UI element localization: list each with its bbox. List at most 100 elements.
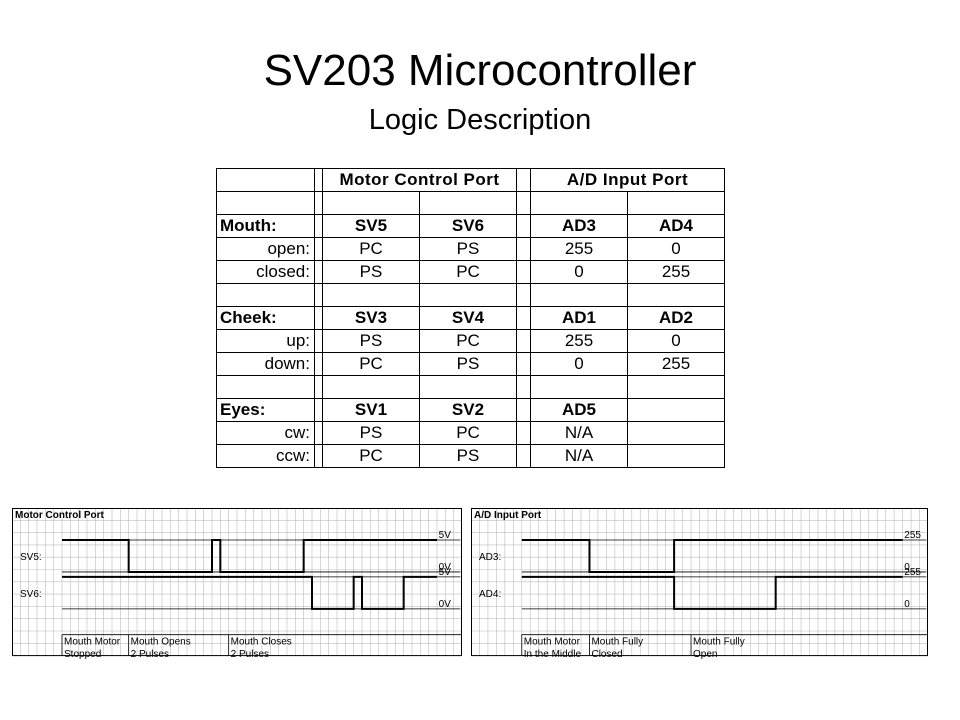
ad-input-port-header: A/D Input Port — [530, 168, 725, 192]
low-level-label: 0 — [904, 599, 910, 610]
blank-cell — [216, 283, 315, 307]
separator-cell — [314, 214, 323, 238]
blank-cell — [322, 375, 420, 399]
table-cell — [627, 421, 725, 445]
low-level-label: 0V — [439, 562, 452, 573]
table-cell — [627, 444, 725, 468]
annotation-text: Stopped — [64, 649, 101, 660]
annotation-text: Mouth Opens — [131, 637, 191, 648]
separator-cell — [314, 398, 323, 422]
separator-cell — [516, 260, 531, 284]
table-cell: 255 — [530, 237, 628, 261]
table-row: Motor Control Port A/D Input Port — [216, 168, 725, 192]
separator-cell — [516, 214, 531, 238]
separator-cell — [314, 306, 323, 330]
column-header: AD5 — [530, 398, 628, 422]
page-subtitle: Logic Description — [368, 104, 592, 136]
table-cell: 255 — [627, 352, 725, 376]
high-level-label: 5V — [439, 530, 452, 541]
timing-title: A/D Input Port — [474, 510, 542, 521]
grid — [471, 508, 928, 656]
waveform — [521, 575, 903, 610]
table-cell: PS — [419, 444, 517, 468]
separator-cell — [516, 421, 531, 445]
table-cell: 255 — [627, 260, 725, 284]
table-cell: 0 — [530, 352, 628, 376]
annotation-text: Mouth Fully — [693, 637, 745, 648]
table-cell: N/A — [530, 444, 628, 468]
group-label: Cheek: — [216, 306, 315, 330]
blank-cell — [530, 191, 628, 215]
blank-cell — [314, 191, 323, 215]
timing-title: Motor Control Port — [15, 510, 105, 521]
annotation-text: Open — [693, 649, 717, 660]
column-header: AD3 — [530, 214, 628, 238]
separator-cell — [516, 306, 531, 330]
blank-cell — [322, 191, 420, 215]
annotation-text: Closed — [591, 649, 622, 660]
blank-cell — [419, 283, 517, 307]
separator-cell — [516, 352, 531, 376]
separator-cell — [516, 444, 531, 468]
table-cell: PS — [419, 237, 517, 261]
table-cell: 0 — [627, 329, 725, 353]
table-row — [216, 375, 725, 399]
motor-control-timing-diagram: Motor Control PortSV5:5V0VSV6:5V0VMouth … — [12, 508, 462, 660]
table-cell: 0 — [530, 260, 628, 284]
table-cell: PS — [322, 329, 420, 353]
annotation-text: Mouth Closes — [231, 637, 292, 648]
table-cell: PC — [322, 237, 420, 261]
column-header: SV4 — [419, 306, 517, 330]
page-title: SV203 Microcontroller — [263, 46, 697, 95]
table-cell: 255 — [530, 329, 628, 353]
diagram-frame — [471, 508, 928, 657]
annotation-text: Mouth Motor — [524, 637, 581, 648]
separator-cell — [516, 168, 531, 192]
waveform — [62, 538, 437, 573]
table-row — [216, 283, 725, 307]
separator-cell — [314, 168, 323, 192]
waveform — [62, 575, 437, 610]
blank-cell — [530, 283, 628, 307]
column-header: SV5 — [322, 214, 420, 238]
column-header: AD2 — [627, 306, 725, 330]
annotation-text: 2 Pulses — [231, 649, 269, 660]
separator-cell — [314, 260, 323, 284]
blank-cell — [627, 283, 725, 307]
annotation-text: Mouth Fully — [591, 637, 643, 648]
table-row — [216, 191, 725, 215]
row-label: up: — [216, 329, 315, 353]
blank-cell — [516, 375, 531, 399]
annotation-text: In the Middle — [524, 649, 582, 660]
table-cell: PS — [322, 260, 420, 284]
table-cell: PS — [419, 352, 517, 376]
annotation-text: Mouth Motor — [64, 637, 121, 648]
group-label: Mouth: — [216, 214, 315, 238]
column-header: SV1 — [322, 398, 420, 422]
column-header: SV3 — [322, 306, 420, 330]
column-header — [627, 398, 725, 422]
motor-control-port-header: Motor Control Port — [322, 168, 517, 192]
signal-label: AD4: — [479, 589, 501, 600]
high-level-label: 255 — [904, 567, 921, 578]
table-cell: PC — [322, 444, 420, 468]
separator-cell — [314, 237, 323, 261]
blank-cell — [530, 375, 628, 399]
column-header: AD1 — [530, 306, 628, 330]
signal-label: SV6: — [20, 589, 42, 600]
separator-cell — [314, 329, 323, 353]
separator-cell — [314, 444, 323, 468]
blank-cell — [419, 191, 517, 215]
grid — [12, 508, 462, 656]
separator-cell — [516, 398, 531, 422]
table-cell: PS — [322, 421, 420, 445]
table-cell: PC — [419, 329, 517, 353]
high-level-label: 5V — [439, 567, 452, 578]
table-cell: 0 — [627, 237, 725, 261]
signal-label: SV5: — [20, 552, 42, 563]
